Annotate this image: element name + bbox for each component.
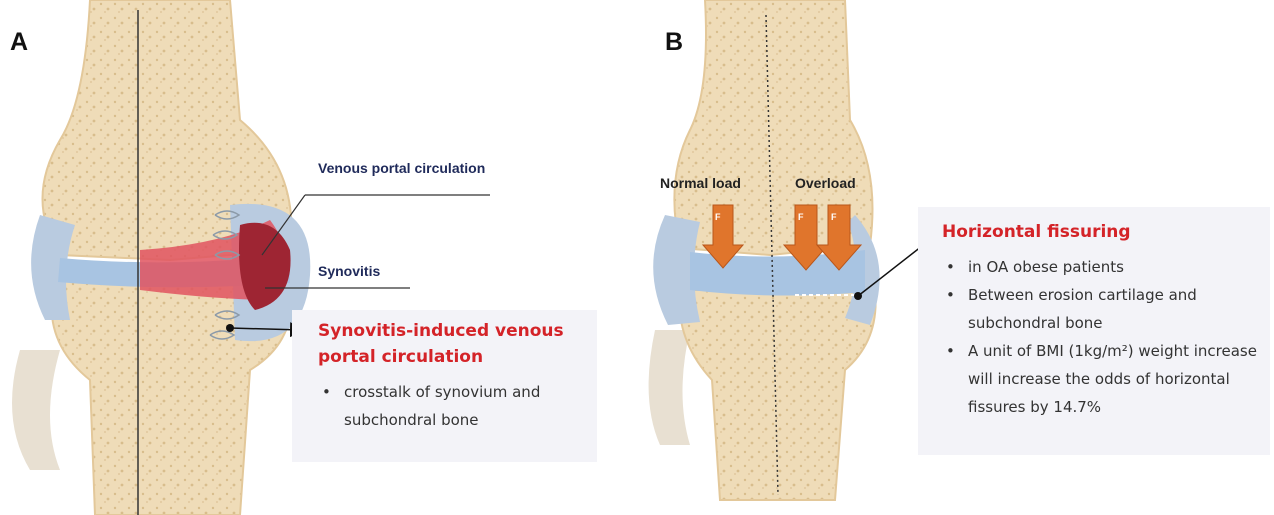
- venous-portal-label: Venous portal circulation: [318, 160, 485, 176]
- panel-a-letter: A: [10, 28, 28, 57]
- panel-b-knee: [649, 0, 940, 500]
- synovitis-bullet-list: crosstalk of synovium and subchondral bo…: [318, 378, 585, 434]
- fissuring-box-title: Horizontal fissuring: [942, 219, 1260, 245]
- panel-b-tibia: [679, 290, 875, 500]
- force-label-overload-1: F: [798, 212, 804, 222]
- fissuring-bullet-list: in OA obese patients Between erosion car…: [942, 253, 1260, 421]
- synovitis-info-box: Synovitis-induced venous portal circulat…: [292, 310, 597, 462]
- fissuring-info-box: Horizontal fissuring in OA obese patient…: [918, 207, 1270, 455]
- panel-b-letter: B: [665, 28, 683, 57]
- fissuring-bullet-3: A unit of BMI (1kg/m²) weight increase w…: [968, 337, 1260, 421]
- synovitis-box-title: Synovitis-induced venous portal circulat…: [318, 318, 585, 370]
- normal-load-label: Normal load: [660, 175, 741, 191]
- fissuring-bullet-2: Between erosion cartilage and subchondra…: [968, 281, 1260, 337]
- panel-a-fibula: [12, 350, 60, 470]
- panel-b-fibula: [649, 330, 690, 445]
- force-label-normal: F: [715, 212, 721, 222]
- synovitis-bullet-1: crosstalk of synovium and subchondral bo…: [344, 378, 585, 434]
- overload-label: Overload: [795, 175, 856, 191]
- force-label-overload-2: F: [831, 212, 837, 222]
- fissuring-bullet-1: in OA obese patients: [968, 253, 1260, 281]
- synovitis-label: Synovitis: [318, 263, 380, 279]
